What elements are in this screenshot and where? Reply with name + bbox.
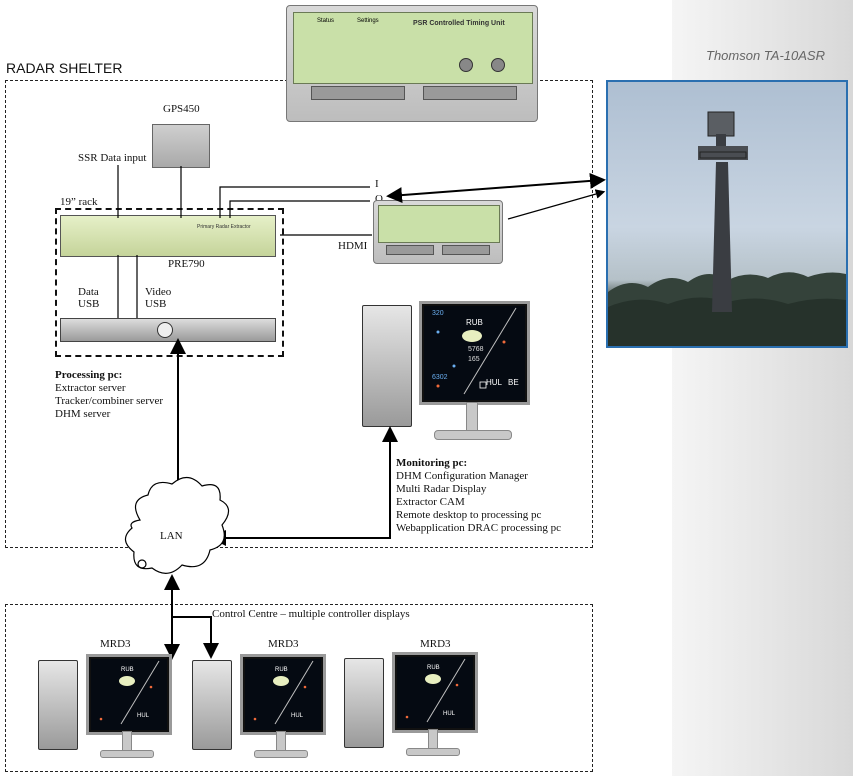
radar-label: HUL [291, 713, 304, 719]
monitor-base [100, 750, 154, 758]
workstation-label: MRD3 [268, 638, 299, 650]
processing-pc-line: Extractor server [55, 382, 126, 394]
workstation-label: MRD3 [420, 638, 451, 650]
server-logo-icon [157, 322, 173, 338]
monitor-base [254, 750, 308, 758]
radar-display-graphic [253, 660, 314, 725]
processing-pc-heading: Processing pc: [55, 369, 123, 381]
monitoring-pc-line: Multi Radar Display [396, 483, 487, 495]
rack-label: 19” rack [60, 196, 98, 208]
lan-label: LAN [160, 530, 183, 542]
monitoring-pc-heading: Monitoring pc: [396, 457, 468, 469]
workstation-monitor: RUB HUL [86, 654, 172, 735]
radar-label: RUB [466, 318, 483, 327]
monitoring-pc-line: Remote desktop to processing pc [396, 509, 542, 521]
radar-label: 5768 [468, 346, 484, 353]
monitor-base [434, 430, 512, 440]
workstation-3: MRD3 RUB HUL [344, 630, 644, 776]
workstation-tower [344, 658, 384, 748]
processing-pc-description: Processing pc: Extractor server Tracker/… [55, 369, 163, 421]
q-signal-label: Q [375, 193, 383, 205]
processing-server-device [60, 318, 276, 342]
radar-tower-photo [606, 80, 848, 348]
radar-display-graphic [436, 307, 517, 395]
processing-pc-line: Tracker/combiner server [55, 395, 164, 407]
data-usb-label-line2: USB [78, 298, 100, 310]
radar-display-screen: RUB 320 5768 165 6302 HUL BE [424, 306, 525, 400]
pre790-label: PRE790 [168, 258, 205, 270]
workstation-tower [38, 660, 78, 750]
workstation-label: MRD3 [100, 638, 131, 650]
video-usb-label-line1: Video [145, 286, 172, 298]
monitoring-pc-line: Webapplication DRAC processing pc [396, 522, 561, 534]
processing-pc-line: DHM server [55, 408, 111, 420]
timing-unit-status-label: Status [317, 18, 335, 24]
radar-display-screen: RUB HUL [397, 657, 473, 728]
radar-shelter-title: RADAR SHELTER [6, 60, 123, 76]
ssr-data-input-label: SSR Data input [78, 152, 147, 164]
workstation-monitor: RUB HUL [240, 654, 326, 735]
monitoring-pc-description: Monitoring pc: DHM Configuration Manager… [396, 457, 561, 535]
monitor-base [406, 748, 460, 756]
radar-display-graphic [405, 658, 466, 723]
rack-region [55, 208, 284, 357]
control-centre-region [5, 604, 593, 772]
data-usb-label-line1: Data [78, 286, 99, 298]
bnc-connector-icon [459, 58, 473, 72]
gps-receiver-device [152, 124, 210, 168]
workstation-monitor: RUB HUL [392, 652, 478, 733]
timing-unit-device-small [373, 200, 503, 264]
radar-label: HUL [486, 378, 503, 387]
radar-label: RUB [427, 665, 440, 671]
monitoring-pc-line: DHM Configuration Manager [396, 470, 528, 482]
radar-caption: Thomson TA-10ASR [706, 48, 825, 63]
timing-unit-title: PSR Controlled Timing Unit [413, 20, 505, 27]
radar-tower-illustration [608, 111, 846, 346]
radar-display-screen: RUB HUL [245, 659, 321, 730]
workstation-2: MRD3 RUB HUL [192, 636, 492, 776]
gps-label: GPS450 [163, 103, 200, 115]
monitoring-pc-line: Extractor CAM [396, 496, 465, 508]
timing-unit-device-top: Status Settings PSR Controlled Timing Un… [286, 5, 538, 122]
workstation-1: MRD3 RUB HUL [38, 636, 338, 776]
radar-label: HUL [137, 713, 150, 719]
radar-label: HUL [443, 711, 456, 717]
workstation-tower [192, 660, 232, 750]
radar-label: RUB [275, 667, 288, 673]
video-usb-label-line2: USB [145, 298, 167, 310]
pre-device-title: Primary Radar Extractor [197, 224, 251, 230]
pre790-device: Primary Radar Extractor [60, 215, 276, 257]
radar-label: BE [508, 378, 519, 387]
radar-label: 165 [468, 356, 480, 363]
radar-label: 6302 [432, 374, 448, 381]
radar-label: 320 [432, 310, 444, 317]
timing-unit-settings-label: Settings [357, 18, 379, 24]
i-signal-label: I [375, 178, 379, 190]
radar-display-screen: RUB HUL [91, 659, 167, 730]
radar-label: RUB [121, 667, 134, 673]
bnc-connector-icon [491, 58, 505, 72]
monitoring-pc-tower [362, 305, 412, 427]
control-centre-label: Control Centre – multiple controller dis… [212, 608, 410, 620]
hdmi-label: HDMI [338, 240, 368, 252]
radar-display-graphic [99, 660, 160, 725]
